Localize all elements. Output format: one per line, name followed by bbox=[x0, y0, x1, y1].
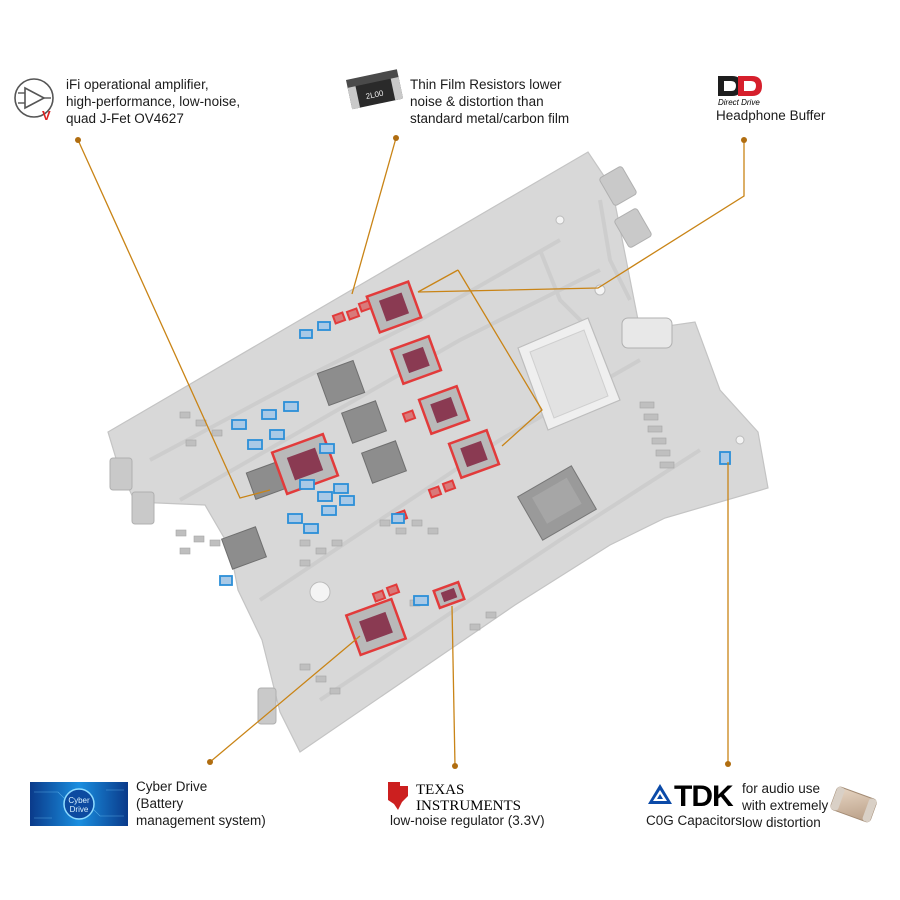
leader-cyber-drive bbox=[209, 635, 361, 763]
thin-film-resistors bbox=[331, 299, 457, 603]
resistors-line-2: noise & distortion than bbox=[410, 94, 544, 109]
tdk-callout-text: for audio use with extremely low distort… bbox=[742, 780, 828, 831]
leader-opamp bbox=[77, 139, 271, 499]
opamp-chip bbox=[365, 280, 423, 334]
opamp-callout-text: iFi operational amplifier, high-performa… bbox=[66, 76, 240, 127]
cyber-drive-line-1: Cyber Drive bbox=[136, 779, 208, 794]
leader-direct-drive bbox=[417, 140, 745, 293]
direct-drive-callout-text: Headphone Buffer bbox=[716, 107, 825, 124]
cyber-drive-line-3: management system) bbox=[136, 813, 266, 828]
shield-can bbox=[517, 317, 621, 431]
board-connectors bbox=[109, 166, 673, 725]
cyber-drive-line-2: (Battery bbox=[136, 796, 184, 811]
ti-logo-word-1: TEXAS bbox=[416, 782, 464, 798]
tdk-logo: TDK bbox=[648, 780, 735, 813]
opamp-line-1: iFi operational amplifier, bbox=[66, 77, 209, 92]
mcu-chip bbox=[516, 465, 598, 541]
grey-ics bbox=[220, 359, 408, 570]
board-traces bbox=[149, 199, 702, 702]
ti-logo-word-2: INSTRUMENTS bbox=[416, 798, 521, 814]
leader-direct-drive-2 bbox=[457, 269, 543, 447]
leader-resistors bbox=[351, 137, 397, 295]
cyber-drive-callout-text: Cyber Drive (Battery management system) bbox=[136, 778, 266, 829]
cyber-drive-chip bbox=[344, 597, 408, 657]
c0g-capacitors bbox=[219, 321, 731, 606]
tdk-line-1: for audio use bbox=[742, 781, 821, 796]
ti-line-1: low-noise regulator (3.3V) bbox=[390, 813, 545, 828]
highlighted-opamps bbox=[219, 280, 731, 657]
leader-lines bbox=[77, 137, 745, 767]
pcb-board bbox=[107, 151, 769, 753]
opamp-chip bbox=[389, 334, 443, 386]
opamp-chip bbox=[447, 428, 501, 480]
cyber-drive-badge: Cyber Drive bbox=[30, 782, 128, 826]
svg-text:V: V bbox=[42, 108, 51, 123]
tdk-caption-text: C0G Capacitors bbox=[646, 813, 743, 828]
direct-drive-line-1: Headphone Buffer bbox=[716, 108, 826, 123]
texas-instruments-logo: TEXAS INSTRUMENTS bbox=[388, 782, 521, 814]
ti-callout-text: low-noise regulator (3.3V) bbox=[390, 812, 545, 829]
tdk-line-3: low distortion bbox=[742, 815, 821, 830]
resistor-marking: 2L00 bbox=[365, 89, 385, 102]
resistors-line-1: Thin Film Resistors lower bbox=[410, 77, 562, 92]
thin-film-resistor-icon: 2L00 bbox=[346, 69, 404, 110]
direct-drive-logo-text: Direct Drive bbox=[718, 98, 760, 107]
ti-regulator-chip bbox=[432, 580, 466, 610]
cyber-drive-badge-line2: Drive bbox=[70, 805, 89, 814]
op-amp-triangle-icon: V bbox=[14, 78, 54, 123]
opamp-line-2: high-performance, low-noise, bbox=[66, 94, 241, 109]
tdk-caption: C0G Capacitors bbox=[646, 812, 742, 829]
leader-dots bbox=[75, 135, 747, 769]
opamp-chip bbox=[417, 384, 471, 436]
c0g-capacitor-icon bbox=[830, 786, 877, 823]
tdk-line-2: with extremely bbox=[742, 798, 829, 813]
direct-drive-logo: Direct Drive bbox=[718, 76, 762, 107]
resistors-line-3: standard metal/carbon film bbox=[410, 111, 570, 126]
opamp-line-3: quad J-Fet OV4627 bbox=[66, 111, 184, 126]
cyber-drive-badge-line1: Cyber bbox=[68, 796, 90, 805]
tdk-logo-word: TDK bbox=[674, 780, 734, 813]
mounting-holes bbox=[309, 215, 745, 603]
resistors-callout-text: Thin Film Resistors lower noise & distor… bbox=[410, 76, 569, 127]
leader-ti bbox=[451, 605, 456, 767]
